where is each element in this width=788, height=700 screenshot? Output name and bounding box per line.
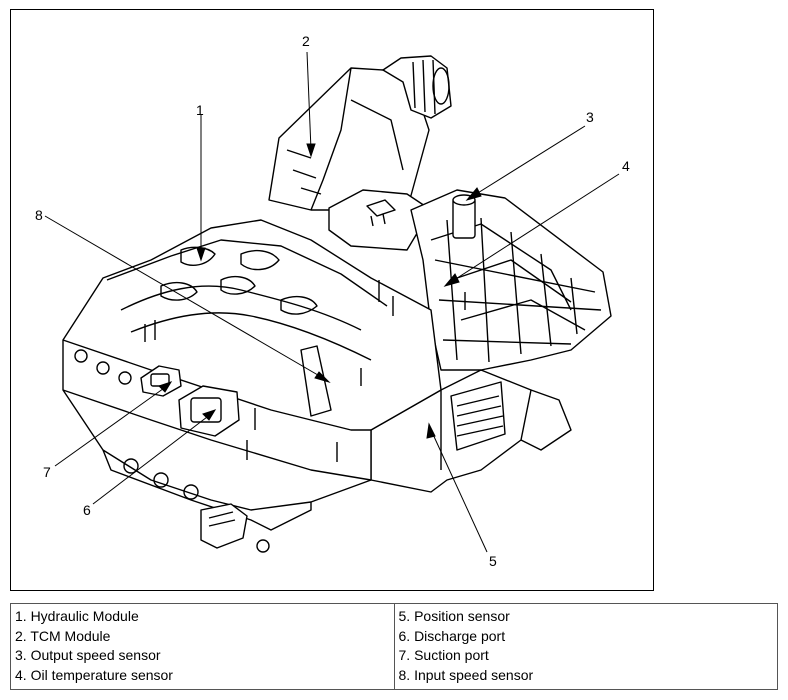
callout-2: 2 [302,33,310,49]
callout-1: 1 [196,102,204,118]
callout-5: 5 [489,553,497,569]
diagram-frame: 1 2 3 4 5 6 7 8 [10,9,654,591]
valve-body-illustration [44,51,620,553]
leader-lines [44,51,620,553]
legend-right-column: 5. Position sensor 6. Discharge port 7. … [393,603,778,690]
legend-item-7: 7. Suction port [398,647,489,663]
legend-item-3: 3. Output speed sensor [15,647,161,663]
legend-item-1: 1. Hydraulic Module [15,608,139,624]
legend-item-4: 4. Oil temperature sensor [15,666,173,683]
callout-7: 7 [43,464,51,480]
sensor-housing-drawing [370,189,612,493]
hydraulic-module-drawing [62,219,466,553]
callout-4: 4 [622,158,630,174]
legend-item-8: 8. Input speed sensor [398,666,534,683]
legend-item-6: 6. Discharge port [398,627,506,644]
legend-item-5: 5. Position sensor [398,608,510,624]
legend-left-column: 1. Hydraulic Module 2. TCM Module 3. Out… [10,603,395,690]
callout-6: 6 [83,502,91,518]
callout-8: 8 [35,207,43,223]
legend-table: 1. Hydraulic Module 2. TCM Module 3. Out… [10,603,778,690]
legend-item-2: 2. TCM Module [15,627,111,644]
tcm-module-drawing [268,55,452,251]
callout-3: 3 [586,109,594,125]
